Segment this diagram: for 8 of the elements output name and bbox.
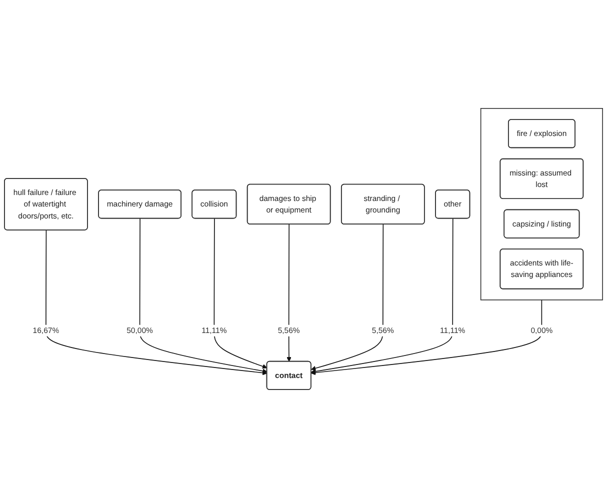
arrow [310, 224, 384, 371]
cluster [480, 108, 603, 300]
arrow [214, 218, 268, 369]
arrow [310, 299, 542, 376]
arrow [139, 218, 268, 374]
arrow [310, 218, 454, 374]
arrow [286, 224, 292, 362]
arrow [46, 230, 268, 376]
